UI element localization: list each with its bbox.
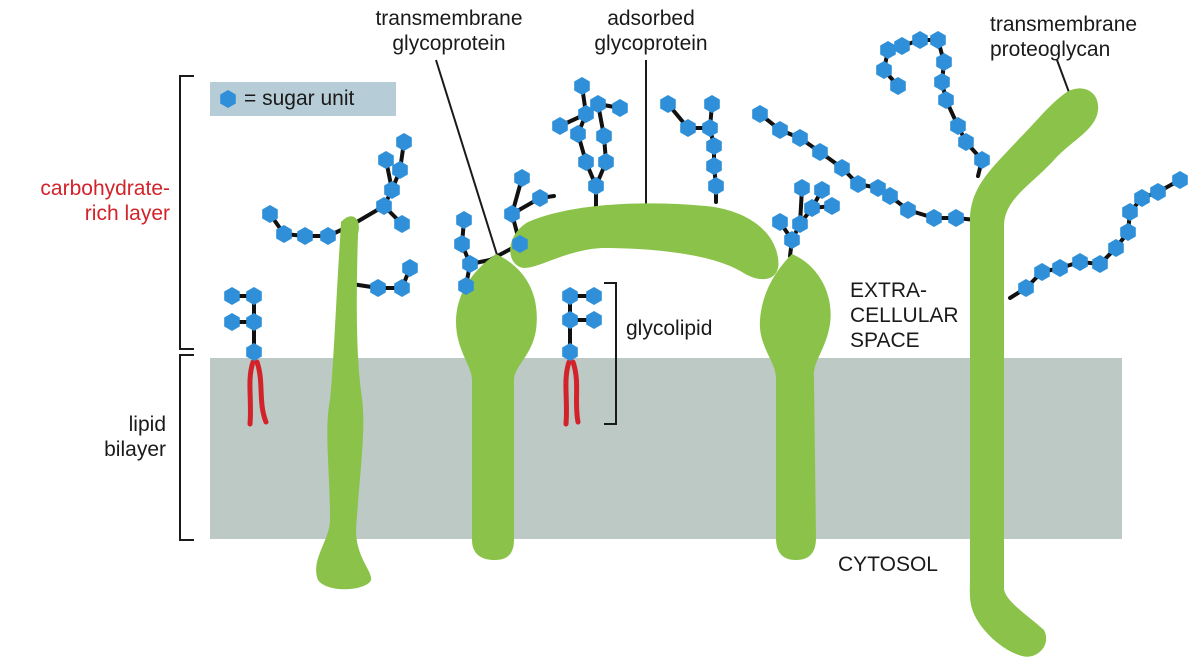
- label-lipid-bilayer: lipid bilayer: [104, 413, 166, 461]
- sugar-unit-icon: [220, 90, 236, 108]
- transmembrane-proteoglycan-shape: [969, 88, 1099, 657]
- glycolipid-tails-left: [247, 359, 269, 427]
- transmembrane-protein-1: [316, 216, 372, 590]
- glycolipid-tails-middle: [563, 359, 581, 427]
- label-adsorbed-glycoprotein: adsorbed glycoprotein: [594, 7, 708, 55]
- label-cytosol: CYTOSOL: [838, 553, 938, 576]
- label-transmembrane-proteoglycan: transmembrane proteoglycan: [990, 13, 1138, 61]
- sugar-units: [224, 31, 1188, 361]
- right-glycoprotein-shape: [759, 254, 831, 560]
- transmembrane-glycoprotein-shape: [456, 254, 537, 560]
- label-extracellular-space: EXTRA- CELLULAR SPACE: [850, 279, 959, 352]
- glycolipid-bracket: [604, 282, 617, 425]
- label-carbohydrate-rich-layer: carbohydrate- rich layer: [40, 177, 170, 225]
- label-transmembrane-glycoprotein: transmembrane glycoprotein: [375, 7, 523, 55]
- legend-text: = sugar unit: [244, 87, 355, 110]
- legend-box: = sugar unit: [210, 82, 396, 116]
- label-glycolipid: glycolipid: [626, 317, 713, 340]
- carbohydrate-layer-bracket: [179, 75, 194, 350]
- transmembrane-glycoprotein-pointer: [435, 59, 499, 259]
- proteoglycan-pointer: [1056, 59, 1071, 96]
- lipid-bilayer-bracket: [179, 354, 194, 541]
- adsorbed-glycoprotein-shape: [510, 203, 779, 280]
